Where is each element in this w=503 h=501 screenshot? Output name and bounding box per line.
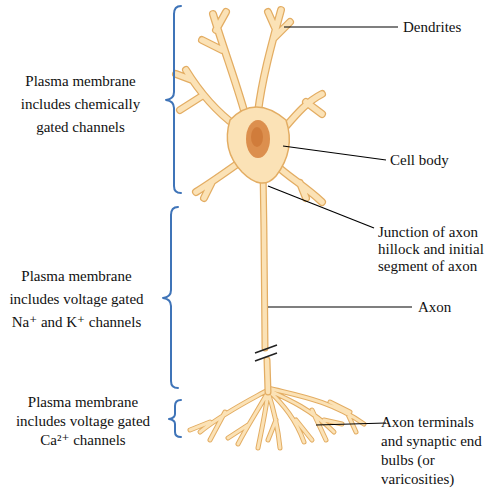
dendrite-outline [176, 10, 322, 202]
cell-body [227, 107, 289, 183]
part-label: Axon [418, 298, 488, 316]
part-label: Dendrites [403, 18, 498, 36]
membrane-note: Plasma membrane includes voltage gated N… [4, 265, 149, 334]
break-mark [255, 345, 277, 361]
leader-line [268, 306, 412, 307]
leader-line [268, 186, 374, 228]
leader-line [283, 146, 386, 160]
dendrite [176, 10, 322, 202]
nucleolus [251, 127, 263, 147]
leader-line [316, 423, 386, 425]
neuron [176, 10, 364, 448]
membrane-note: Plasma membrane includes chemically gate… [8, 70, 153, 139]
membrane-note: Plasma membrane includes voltage gated C… [8, 393, 158, 450]
bracket [169, 400, 181, 437]
bracket [163, 207, 178, 388]
part-label: Cell body [390, 151, 490, 169]
axon-terminal [190, 388, 364, 448]
bracket [166, 6, 181, 193]
part-label: Junction of axon hillock and initial seg… [378, 224, 500, 275]
leader-line [284, 26, 398, 27]
axon [263, 170, 268, 392]
axon-outline [263, 170, 268, 392]
terminal-outline [190, 388, 364, 448]
nucleus [246, 120, 270, 158]
brackets [163, 6, 181, 437]
part-label: Axon terminals and synaptic end bulbs (o… [381, 413, 493, 489]
